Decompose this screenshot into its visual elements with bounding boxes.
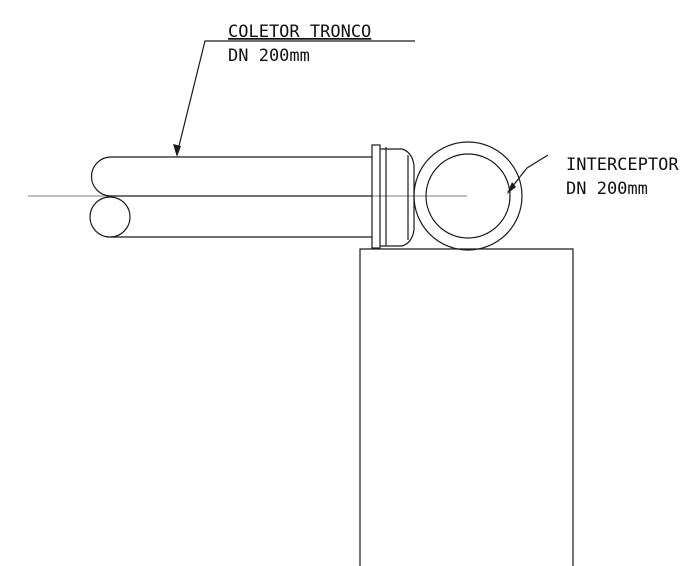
coletor-pipe-lower [111,236,372,238]
interceptor-outer-circle [413,141,523,251]
interceptor-leader-arrow [507,182,516,194]
coletor-pipe-body [90,156,372,197]
coletor-pipe-end-circle [89,196,131,238]
bell-socket [380,148,415,247]
coletor-leader-line [176,40,415,155]
coletor-leader-arrow [173,144,181,157]
support-block [359,248,574,566]
coletor-label-line1: COLETOR TRONCO [228,22,371,42]
interceptor-label-line1: INTERCEPTOR [566,155,679,175]
interceptor-inner-circle [425,153,511,239]
interceptor-leader-line [507,154,549,193]
interceptor-label-line2: DN 200mm [566,179,648,199]
flange-outer [371,144,381,249]
coletor-label-line2: DN 200mm [228,46,310,66]
